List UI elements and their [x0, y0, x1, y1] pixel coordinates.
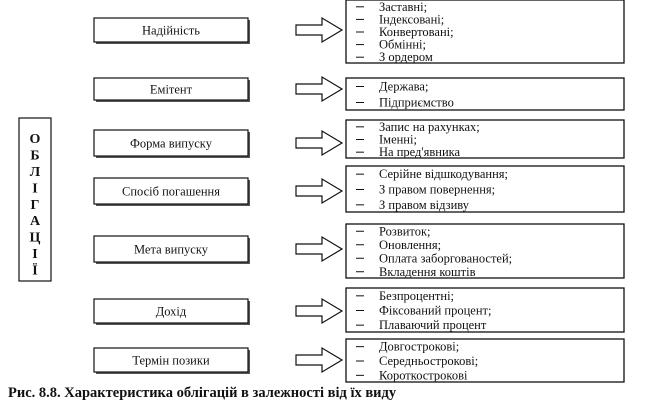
- vertical-title-letter: І: [32, 247, 37, 262]
- right-arrow-icon: [295, 75, 344, 103]
- list-item: Підприємство: [379, 96, 454, 110]
- right-arrow-icon: [295, 346, 344, 374]
- criterion-label: Форма випуску: [130, 137, 213, 151]
- list-item: Оновлення;: [379, 238, 441, 252]
- list-item: Індексовані;: [379, 12, 444, 26]
- list-item: Фіксований процент;: [379, 304, 491, 318]
- item-list-box: [345, 77, 625, 111]
- list-item: Короткострокові: [379, 368, 468, 382]
- classification-group: Спосіб погашення Серійне відшкодування; З …: [93, 165, 625, 213]
- criterion-label: Термін позики: [132, 354, 210, 368]
- classification-group: Дохід Безпроцентні;Фіксований процент;Пла…: [93, 287, 625, 333]
- vertical-title-letter: А: [30, 214, 41, 229]
- list-item: З правом повернення;: [379, 183, 495, 197]
- right-arrow-icon: [295, 235, 344, 263]
- criterion-label-box: [93, 77, 249, 101]
- list-item: Конвертовані;: [379, 25, 454, 39]
- item-list-box: [345, 287, 625, 333]
- list-item: Довгострокові;: [379, 340, 459, 354]
- criterion-label-box: [93, 235, 249, 263]
- criterion-label: Дохід: [156, 305, 187, 319]
- criterion-label: Спосіб погашення: [122, 185, 220, 199]
- vertical-title-letter: Б: [30, 148, 39, 163]
- criterion-label: Надійність: [142, 24, 200, 38]
- criterion-label-box: [93, 298, 249, 324]
- classification-group: Термін позики Довгострокові;Середньострок…: [93, 338, 625, 383]
- criterion-label: Емітент: [150, 83, 193, 97]
- classification-group: Емітент Держава; Підприємство: [93, 75, 625, 111]
- criterion-label-box: [93, 129, 249, 157]
- classification-group: Мета випуску Розвиток;Оновлення;Оплата за…: [93, 223, 625, 279]
- classification-group: Надійність Заставні;Індексовані;Конвертов…: [93, 0, 625, 64]
- item-list-box: [345, 165, 625, 213]
- right-arrow-icon: [295, 129, 344, 157]
- vertical-title-frame: [18, 117, 52, 282]
- list-item: Плаваючий процент: [379, 318, 487, 332]
- list-item: Запис на рахунках;: [379, 120, 480, 134]
- criterion-label-box: [93, 17, 249, 43]
- list-item: Середньострокові;: [379, 354, 478, 368]
- list-item: Серійне відшкодування;: [379, 167, 508, 181]
- item-list-box: [345, 0, 625, 64]
- list-item: З правом відзиву: [379, 198, 470, 212]
- right-arrow-icon: [295, 297, 344, 325]
- item-list-box: [345, 119, 625, 159]
- list-item: З ордером: [379, 50, 433, 64]
- criterion-label-box: [93, 177, 249, 205]
- list-item: Іменні;: [379, 133, 417, 147]
- classification-group: Форма випуску Запис на рахунках;Іменні;На…: [93, 119, 625, 159]
- list-item: Вкладення коштів: [379, 265, 476, 279]
- vertical-title-letter: Г: [31, 198, 40, 213]
- right-arrow-icon: [295, 16, 344, 44]
- vertical-title-letter: І: [32, 181, 37, 196]
- list-item: Безпроцентні;: [379, 289, 454, 303]
- criterion-label-box: [93, 347, 249, 373]
- criterion-label: Мета випуску: [134, 243, 209, 257]
- list-item: Оплата заборгованостей;: [379, 251, 512, 265]
- item-list-box: [345, 223, 625, 279]
- vertical-title-letter: Ї: [32, 263, 37, 279]
- list-item: Розвиток;: [379, 224, 431, 238]
- list-item: Заставні;: [379, 0, 427, 14]
- vertical-title-letter: Ц: [30, 231, 41, 246]
- vertical-title-letter: Л: [30, 165, 41, 180]
- item-list-box: [345, 338, 625, 383]
- vertical-title-letter: О: [30, 132, 41, 147]
- right-arrow-icon: [295, 177, 344, 205]
- figure-caption: Рис. 8.8. Характеристика облігацій в зал…: [8, 385, 397, 401]
- list-item: Держава;: [379, 80, 428, 94]
- list-item: На пред'явника: [379, 145, 461, 159]
- classification-groups: Надійність Заставні;Індексовані;Конвертов…: [93, 0, 625, 383]
- list-item: Обмінні;: [379, 38, 426, 52]
